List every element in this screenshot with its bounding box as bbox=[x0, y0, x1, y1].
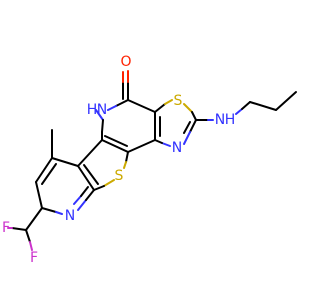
bond-n1-c8a bbox=[77, 199, 87, 211]
bond-nh-ch2-end bbox=[241, 101, 251, 110]
atom-s1: S bbox=[174, 93, 183, 109]
bonds bbox=[7, 70, 297, 251]
bond-chf2-f1 bbox=[11, 227, 27, 231]
bond-c9a-c5a-dbl bbox=[104, 135, 128, 147]
bond-c9a-s-end bbox=[123, 161, 127, 169]
atom-f2: F bbox=[30, 250, 38, 266]
bond-c2-n bbox=[189, 119, 197, 133]
molecule-structure: O H N S N H N S N F F bbox=[2, 54, 297, 266]
atom-n3: N bbox=[65, 208, 75, 224]
bond-c3-c2 bbox=[35, 181, 43, 209]
bond-c3a-s bbox=[154, 103, 166, 113]
bond-c8a-c4a bbox=[77, 165, 95, 191]
bond-nh-c5a-end bbox=[101, 119, 104, 133]
bond-c4-nh bbox=[115, 99, 129, 107]
bond-n-c9b-end bbox=[154, 139, 163, 144]
bond-chf2-f2-end bbox=[29, 241, 33, 251]
bond-c2-n1 bbox=[41, 207, 57, 213]
bond-s-c2-end bbox=[191, 111, 197, 121]
bond-n1-c8a-end bbox=[85, 189, 95, 201]
bond-n1-c8a-dbl bbox=[73, 195, 82, 205]
bond-s-c3a-end bbox=[164, 99, 173, 105]
bond-nh-c5a bbox=[95, 109, 104, 121]
bond-c4a-c5b bbox=[77, 139, 103, 167]
bond-chf2-f2 bbox=[25, 229, 31, 243]
atom-n2: N bbox=[172, 140, 182, 156]
bond-nh-c4-end bbox=[107, 105, 117, 111]
bond-ch2-ch2 bbox=[249, 101, 277, 111]
bond-c8a-c4a-dbl bbox=[83, 164, 99, 185]
bond-n1-c8a-dbl-end bbox=[80, 186, 89, 197]
bond-s-c2 bbox=[183, 103, 193, 113]
atom-labels: O H N S N H N S N F F bbox=[2, 54, 235, 266]
bond-s-c8a bbox=[103, 179, 115, 187]
bond-c4-c3a bbox=[127, 99, 156, 113]
bond-c2-n-dbl bbox=[183, 121, 191, 134]
bond-c2-chf2 bbox=[25, 207, 43, 231]
bond-c9a-s bbox=[125, 151, 129, 163]
bond-c4a-c4 bbox=[51, 157, 79, 167]
atom-nh-h: H bbox=[87, 102, 98, 118]
atom-f1: F bbox=[2, 220, 10, 236]
bond-c2-n-end bbox=[183, 131, 191, 145]
bond-c4-c3-dbl bbox=[41, 163, 57, 185]
bond-c4-c3 bbox=[35, 157, 53, 183]
atom-nh2-h: H bbox=[225, 112, 236, 128]
bond-nh-ch2 bbox=[235, 108, 243, 115]
bond-ch2-ch3 bbox=[275, 91, 297, 111]
atom-nh2-n: N bbox=[215, 112, 225, 128]
atom-o1: O bbox=[120, 54, 131, 70]
atom-nh-n: N bbox=[97, 102, 107, 118]
bond-c9b-c9a bbox=[127, 139, 156, 153]
bond-c2-n1-end bbox=[55, 211, 63, 215]
bond-c9a-c5a bbox=[101, 139, 129, 153]
atom-s2: S bbox=[115, 168, 124, 184]
bond-n-c9b bbox=[161, 142, 171, 147]
bond-s-c8a-end bbox=[93, 185, 105, 191]
